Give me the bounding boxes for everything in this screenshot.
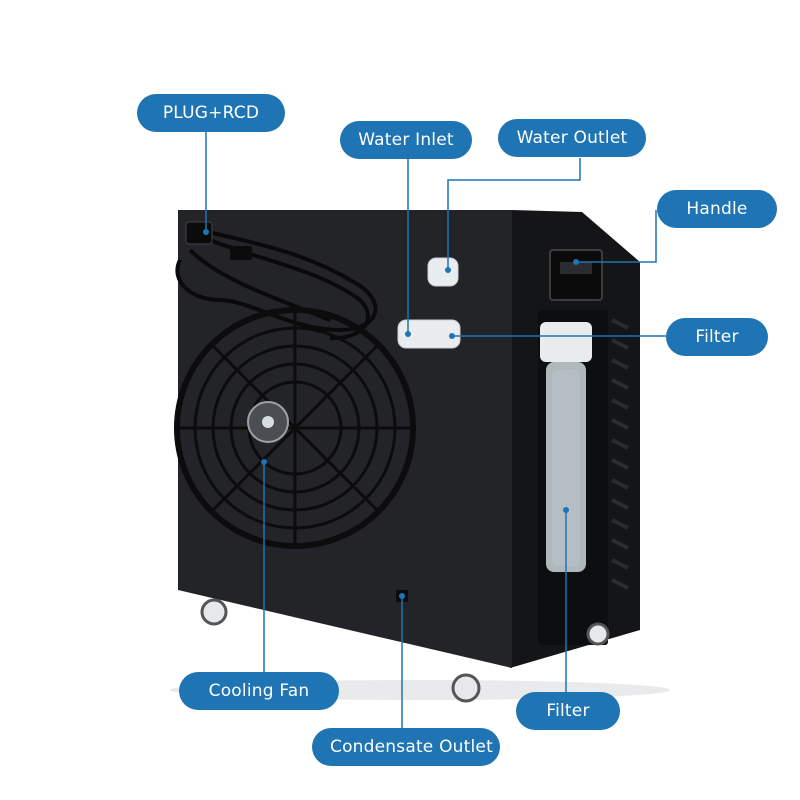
callout-handle: Handle bbox=[657, 190, 777, 228]
handle-recess bbox=[549, 249, 603, 301]
callout-cooling-fan: Cooling Fan bbox=[179, 672, 339, 710]
handle-grip bbox=[560, 262, 592, 274]
fan-center bbox=[262, 416, 274, 428]
filter-housing bbox=[540, 322, 592, 572]
water-outlet-port bbox=[427, 257, 459, 287]
callout-water-inlet: Water Inlet bbox=[340, 121, 472, 159]
rcd-module bbox=[230, 246, 252, 260]
callout-plug-rcd: PLUG+RCD bbox=[137, 94, 285, 132]
side-vents bbox=[611, 318, 629, 590]
callout-condensate-outlet: Condensate Outlet bbox=[312, 728, 500, 766]
cooling-fan-guard bbox=[174, 307, 416, 549]
callout-filter-top: Filter bbox=[666, 318, 768, 356]
water-inlet-port bbox=[397, 319, 461, 349]
leader-lines bbox=[205, 132, 666, 728]
leader-dots bbox=[203, 229, 579, 599]
casters bbox=[200, 598, 610, 703]
callout-water-outlet: Water Outlet bbox=[498, 119, 646, 157]
callout-filter-bottom: Filter bbox=[516, 692, 620, 730]
